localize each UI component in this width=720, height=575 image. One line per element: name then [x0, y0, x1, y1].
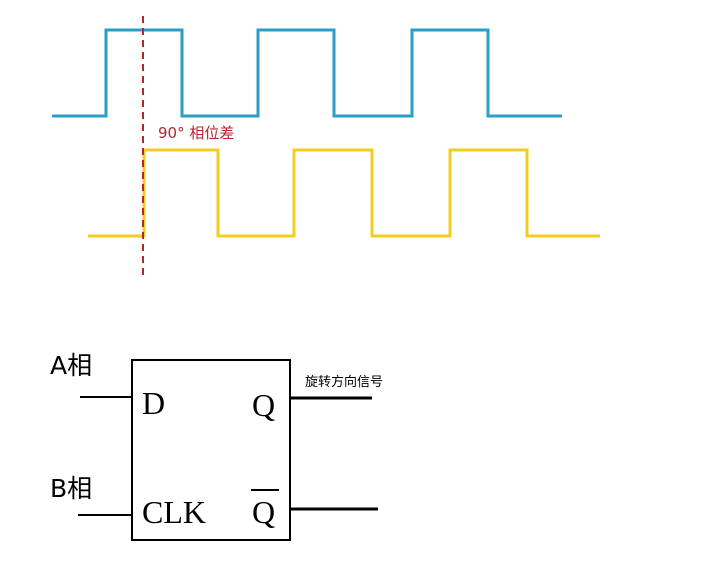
input-b-label: B相 — [50, 474, 92, 503]
signal-a-waveform — [52, 28, 562, 118]
pin-qbar-label: Q — [252, 494, 275, 530]
phase-difference-label: 90° 相位差 — [158, 124, 234, 142]
pin-q-label: Q — [252, 387, 275, 423]
d-flip-flop: A相 B相 旋转方向信号 D CLK Q Q — [50, 351, 383, 541]
flip-flop-box — [131, 359, 291, 541]
pin-clk-label: CLK — [142, 494, 206, 530]
pin-d-label: D — [142, 385, 165, 421]
signal-b-trace — [88, 148, 600, 238]
signal-b-waveform — [88, 148, 600, 238]
input-a-label: A相 — [50, 351, 92, 380]
signal-a-trace — [52, 28, 562, 118]
direction-signal-label: 旋转方向信号 — [305, 374, 383, 390]
